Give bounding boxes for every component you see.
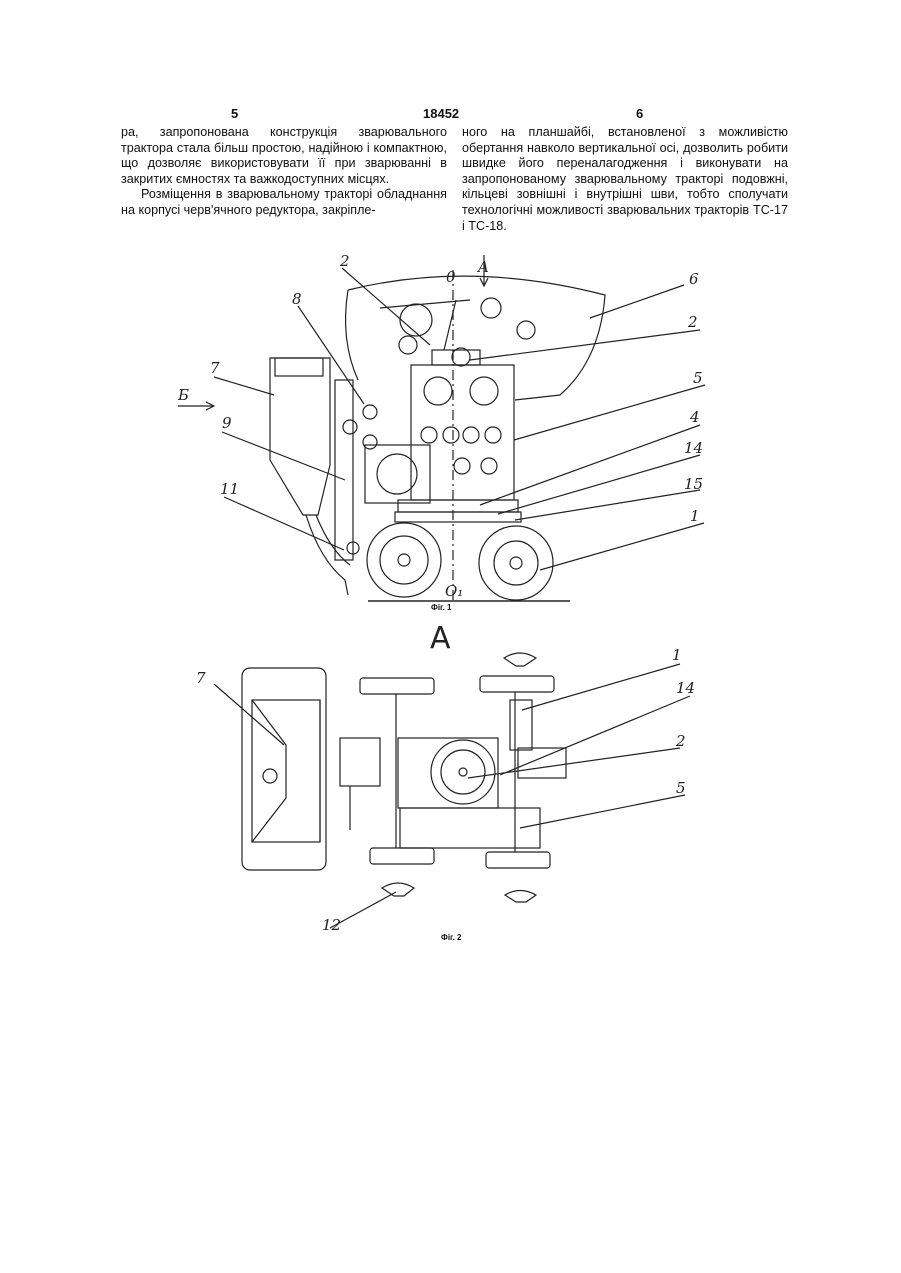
hopper-outlet — [263, 769, 277, 783]
housing-flange-inner — [441, 750, 485, 794]
bottom-handwheel — [382, 883, 414, 896]
control-box-top — [400, 808, 540, 848]
f2-label-12: 12 — [322, 916, 341, 934]
f2-label-14: 14 — [676, 679, 695, 697]
figure-2-view-label: A — [430, 621, 451, 656]
head-bracket — [340, 738, 380, 786]
front-wheel-left — [360, 678, 434, 694]
rear-wheel-right — [486, 852, 550, 868]
f2-label-5: 5 — [676, 779, 686, 797]
f2-label-7: 7 — [196, 669, 206, 687]
front-wheel-right — [480, 676, 554, 692]
figure-2-caption: Фіг. 2 — [441, 933, 461, 942]
side-bracket — [518, 748, 566, 778]
leader-f2-5 — [520, 795, 685, 828]
leader-f2-1 — [522, 664, 680, 710]
hopper-frame-outer — [242, 668, 326, 870]
leader-f2-7 — [214, 684, 284, 745]
hopper-taper — [252, 700, 320, 842]
f2-label-2: 2 — [675, 732, 686, 750]
f2-label-1: 1 — [672, 646, 682, 664]
top-handwheel — [504, 653, 536, 666]
rear-wheel-left — [370, 848, 434, 864]
leader-f2-2 — [468, 748, 680, 778]
housing-center — [459, 768, 467, 776]
bottom-right-handwheel — [505, 891, 536, 903]
